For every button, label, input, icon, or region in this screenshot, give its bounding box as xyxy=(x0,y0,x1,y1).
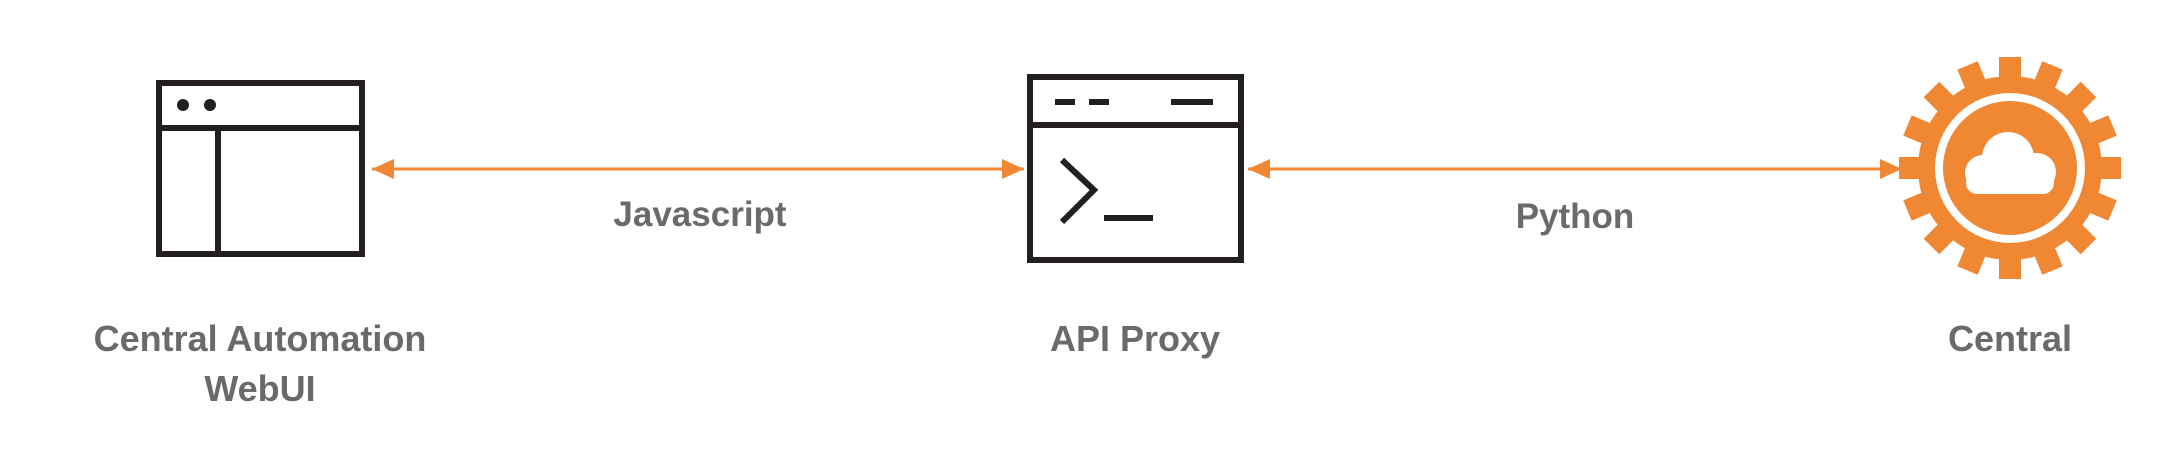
connector-label-javascript: Javascript xyxy=(613,195,787,234)
node-label-central: Central xyxy=(1947,318,2073,359)
node-label-webui-line1: Central Automation xyxy=(93,318,427,359)
connector-right-arrow xyxy=(1248,159,1902,179)
connector-label-python: Python xyxy=(1515,197,1635,236)
cloud-gear-icon xyxy=(1899,57,2121,279)
terminal-window-icon xyxy=(1027,74,1244,263)
arrowhead-left-icon xyxy=(372,159,394,179)
node-label-webui-line2: WebUI xyxy=(204,368,316,409)
arrowhead-left-icon xyxy=(1248,159,1270,179)
browser-window-icon xyxy=(156,80,365,257)
node-label-proxy: API Proxy xyxy=(1049,318,1221,359)
cloud-icon xyxy=(1965,132,2056,194)
connector-left-arrow xyxy=(372,159,1024,179)
arrowhead-right-icon xyxy=(1002,159,1024,179)
arrowhead-right-icon xyxy=(1880,159,1902,179)
node-label-webui: Central Automation WebUI xyxy=(60,314,460,414)
